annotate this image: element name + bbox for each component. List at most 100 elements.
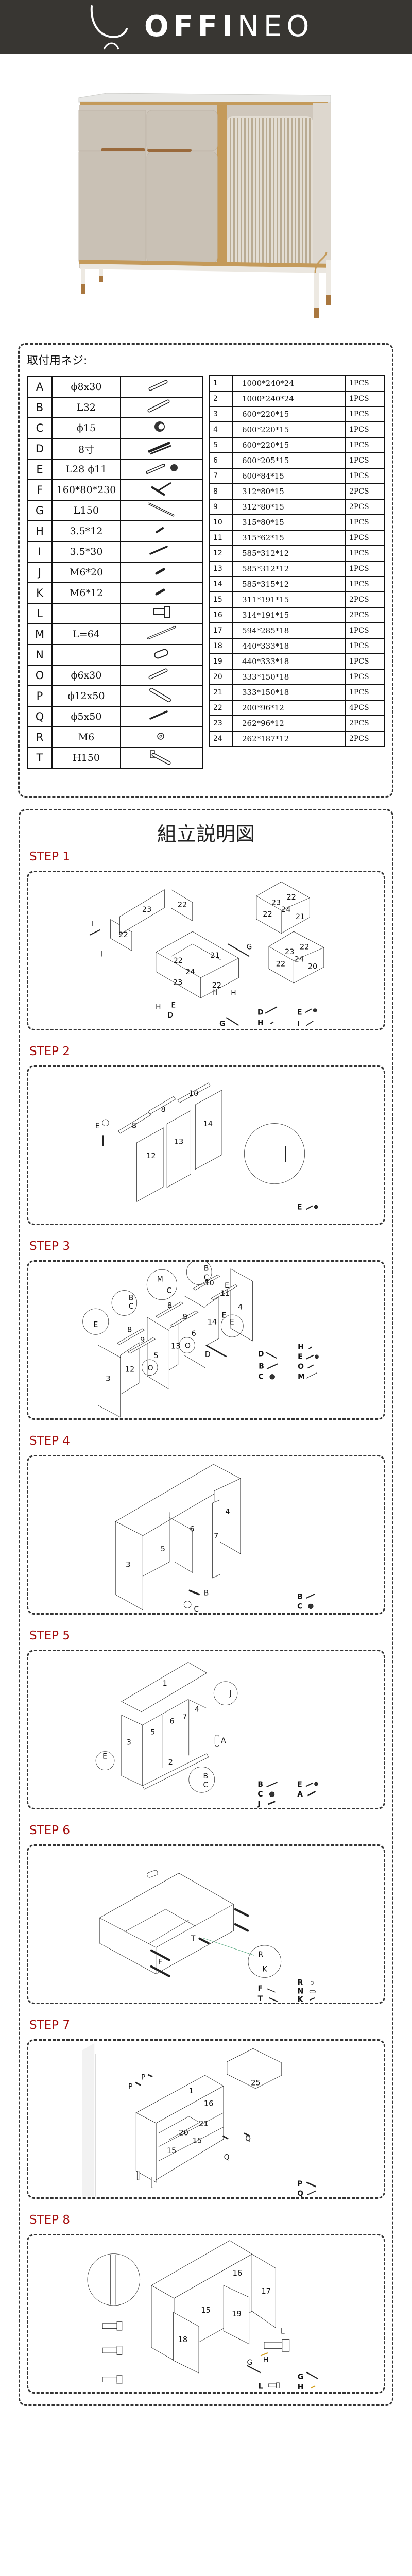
part-number-label: 8 <box>167 1301 172 1310</box>
panel-size: 1000*240*24 <box>232 391 346 407</box>
hardware-legend-letter: A <box>297 1790 303 1799</box>
hardware-letter: L <box>27 603 53 624</box>
part-number-label: 23 <box>173 979 182 987</box>
hardware-spec: L150 <box>52 500 121 521</box>
part-number-label: 21 <box>199 2120 209 2128</box>
panel-number: 22 <box>209 700 233 716</box>
hardware-letter: O <box>27 665 53 686</box>
hardware-row: L <box>27 603 203 624</box>
panel-quantity: 1PCS <box>345 391 385 407</box>
bolt-icon <box>120 582 203 604</box>
panel-number: 13 <box>209 561 233 577</box>
hardware-callout-label: P <box>141 2073 145 2081</box>
part-number-label: 1 <box>189 2087 194 2095</box>
panel-size: 333*150*18 <box>232 669 346 685</box>
assembly-instructions-panel <box>19 809 393 2406</box>
panel-quantity: 2PCS <box>345 499 385 515</box>
part-number-label: 14 <box>208 1318 217 1327</box>
step-3-diagram: 3 12 5 13 6 14 4 8 9 8 9 10 11 E B C M C… <box>27 1260 385 1420</box>
hardware-letter: N <box>27 644 53 666</box>
panel-quantity: 2PCS <box>345 607 385 623</box>
hardware-legend-letter: C <box>297 1603 302 1611</box>
panel-number: 12 <box>209 545 233 562</box>
hardware-callout-label: C <box>166 1287 171 1295</box>
step-2-label: STEP 2 <box>29 1045 70 1058</box>
panel-quantity: 1PCS <box>345 452 385 469</box>
panel-number: 9 <box>209 499 233 515</box>
hardware-legend: D E G H I <box>219 1006 317 1028</box>
panel-number: 6 <box>209 452 233 469</box>
hardware-legend-letter: Q <box>297 2190 303 2197</box>
hardware-letter: E <box>27 459 53 480</box>
hardware-callout-label: C <box>194 1605 199 1613</box>
hardware-letter: B <box>27 397 53 418</box>
part-number-label: 3 <box>106 1375 110 1383</box>
hardware-parts-panel <box>18 343 393 798</box>
hardware-legend-letter: H <box>298 1343 304 1351</box>
hardware-callout-label: L <box>281 2327 285 2335</box>
part-number-label: 13 <box>171 1342 181 1350</box>
part-number-label: 7 <box>214 1532 218 1540</box>
washer-icon <box>120 726 203 748</box>
hardware-callout-label: A <box>221 1737 226 1745</box>
hardware-callout-label: E <box>222 1312 227 1320</box>
hardware-letter: J <box>27 562 53 583</box>
part-number-label: 22 <box>276 960 285 969</box>
part-number-label: 5 <box>161 1545 165 1553</box>
brand-logo-icon <box>90 5 128 50</box>
hardware-callout-label: E <box>230 1318 234 1327</box>
panel-quantity: 1PCS <box>345 622 385 639</box>
panel-number: 14 <box>209 576 233 592</box>
drawer-slide-icon <box>120 438 203 460</box>
panel-number: 10 <box>209 514 233 531</box>
wall-plug-icon <box>120 685 203 707</box>
part-number-label: 16 <box>204 2100 214 2108</box>
hardware-callout-label: P <box>128 2082 132 2091</box>
hardware-callout-label: D <box>168 1011 174 1020</box>
hardware-letter: P <box>27 685 53 707</box>
hardware-spec: 160*80*230 <box>52 479 121 501</box>
leg-bracket-icon <box>120 479 203 501</box>
hardware-legend-letter: C <box>259 1372 264 1381</box>
detail-circle <box>244 1123 305 1184</box>
hardware-callout-label: H <box>212 989 217 997</box>
panel-number: 1 <box>209 375 233 392</box>
hardware-callout-label: R <box>258 1951 263 1959</box>
hardware-spec <box>52 603 121 624</box>
hardware-callout-label: E <box>171 1002 176 1010</box>
hardware-callout-label: H <box>263 2356 268 2364</box>
hardware-spec: ϕ8x30 <box>52 376 121 398</box>
wall-hatch <box>82 2043 96 2197</box>
hardware-legend-letter: D <box>258 1350 264 1359</box>
panel-quantity: 1PCS <box>345 653 385 670</box>
panel-size: 440*333*18 <box>232 638 346 654</box>
hardware-callout-label: O <box>185 1342 191 1350</box>
part-number-label: 15 <box>193 2137 202 2145</box>
panel-quantity: 1PCS <box>345 545 385 562</box>
panel-number: 19 <box>209 653 233 670</box>
hardware-legend-letter: D <box>258 1008 263 1016</box>
hardware-callout-label: G <box>247 2359 252 2367</box>
panel-size: 600*84*15 <box>232 468 346 484</box>
double-connector-icon <box>120 623 203 645</box>
panel-size: 262*96*12 <box>232 715 346 732</box>
panel-size: 585*315*12 <box>232 576 346 592</box>
panel-number: 20 <box>209 669 233 685</box>
hardware-callout-label: H <box>231 989 236 997</box>
hardware-legend-letter: M <box>298 1372 305 1381</box>
hardware-letter: A <box>27 376 53 398</box>
panel-quantity: 2PCS <box>345 591 385 608</box>
detail-circle <box>87 2253 141 2306</box>
hardware-callout-label: Q <box>245 2135 251 2143</box>
